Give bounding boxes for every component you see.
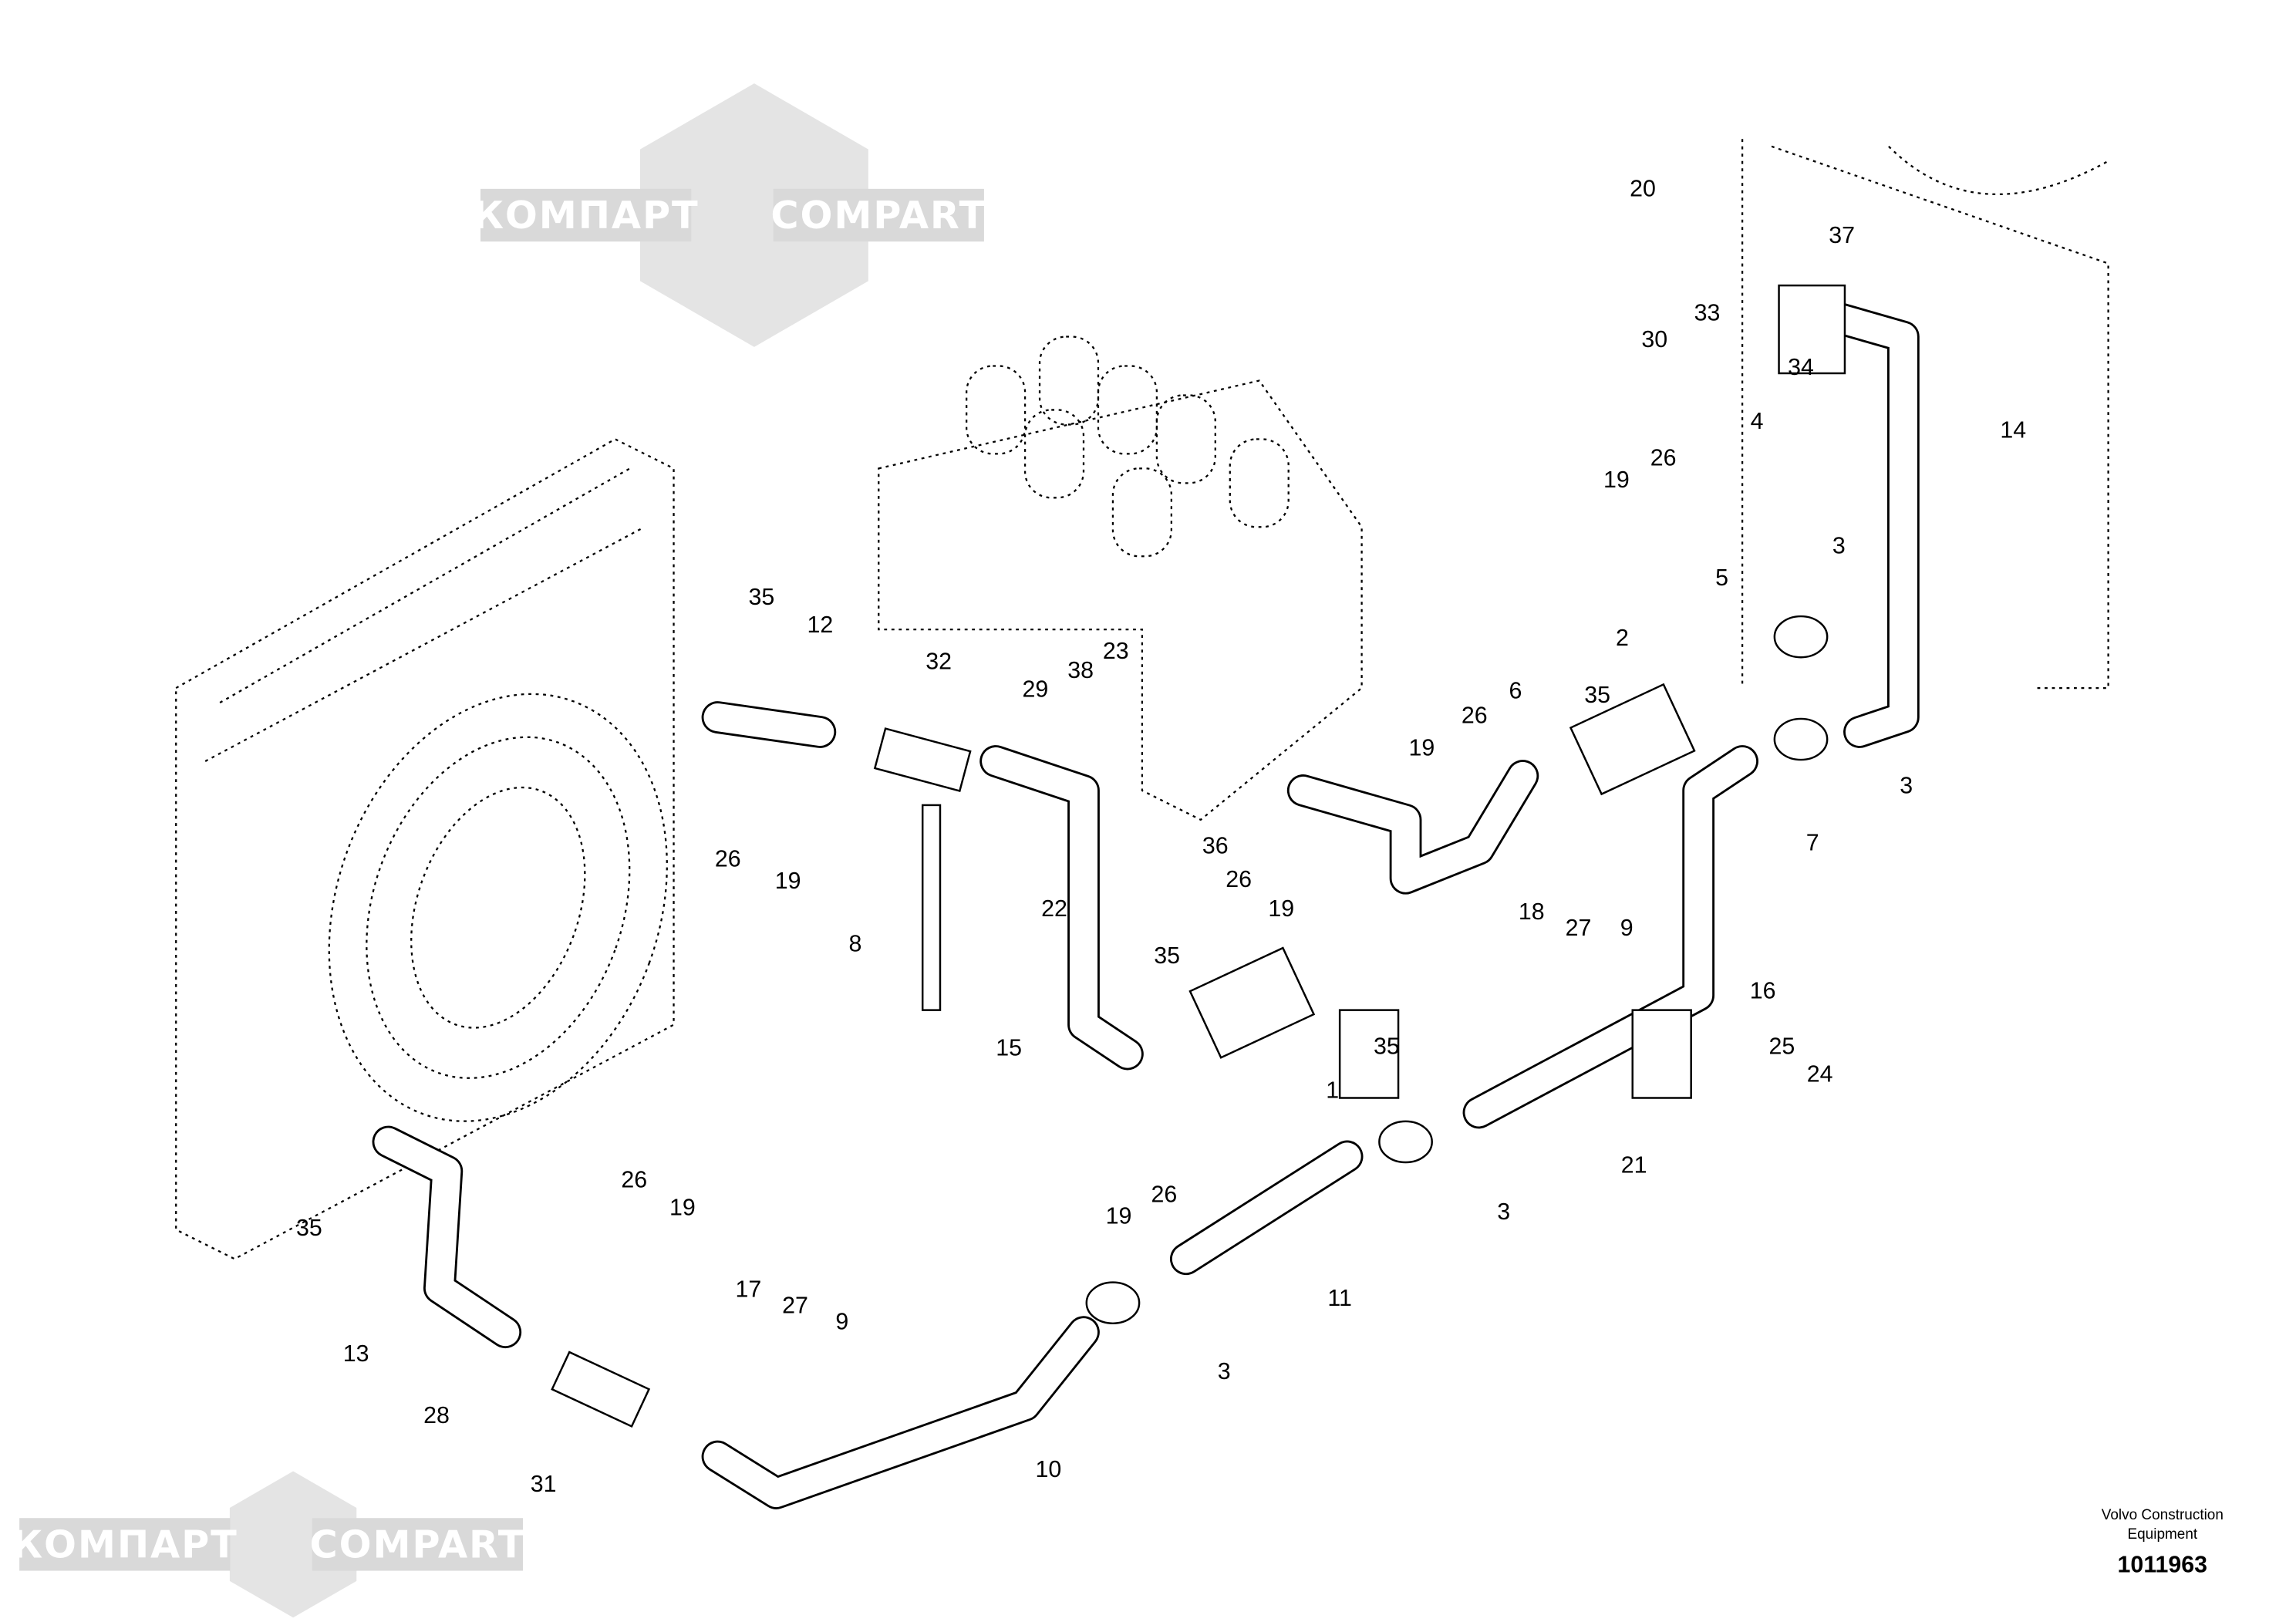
callout-label: 19 [775, 868, 801, 894]
callout-label: 14 [2000, 418, 2026, 443]
watermark-text: COMPART [310, 1522, 526, 1566]
callout-label: 32 [925, 649, 952, 674]
callout-label: 10 [1036, 1457, 1062, 1482]
callout-label: 7 [1806, 831, 1819, 856]
callout-label: 29 [1022, 676, 1048, 702]
watermark-text: КОМПАРТ [12, 1522, 238, 1566]
callout-label: 19 [1106, 1204, 1132, 1229]
watermark-band [312, 1518, 524, 1571]
fittings [551, 284, 1846, 1428]
callout-label: 2 [1616, 626, 1629, 651]
callout-label: 8 [848, 932, 861, 957]
company-name-line1: Volvo Construction [2102, 1507, 2224, 1523]
callout-label: 27 [782, 1293, 808, 1319]
callout-label: 19 [1268, 896, 1294, 922]
callout-label: 26 [1226, 867, 1252, 892]
callout-label: 35 [1584, 683, 1610, 708]
callout-label: 3 [1900, 774, 1913, 799]
callout-label: 1 [1326, 1078, 1339, 1104]
pipes [372, 291, 1920, 1509]
watermark-layer: КОМПАРТ COMPART КОМПАРТ COMPART [12, 83, 986, 1618]
callout-label: 16 [1750, 978, 1776, 1003]
watermark-text: КОМПАРТ [473, 193, 700, 238]
callout-label: 19 [1409, 735, 1435, 760]
callout-label: 26 [1462, 703, 1488, 729]
callout-label: 3 [1832, 533, 1846, 558]
callout-label: 13 [343, 1341, 369, 1367]
tank-outline [1741, 139, 2109, 690]
radiator-outline [175, 438, 675, 1260]
callout-label: 19 [1603, 467, 1630, 493]
watermark-band [19, 1518, 231, 1571]
callout-label: 3 [1218, 1359, 1231, 1384]
callout-label: 17 [735, 1277, 761, 1303]
callout-label: 23 [1103, 639, 1129, 664]
callout-label: 4 [1751, 409, 1764, 434]
callout-label: 27 [1566, 916, 1592, 941]
callout-label: 28 [423, 1403, 450, 1428]
callout-label: 19 [669, 1195, 696, 1220]
callout-label: 26 [1650, 446, 1677, 471]
callout-label: 34 [1788, 355, 1814, 380]
callout-label: 24 [1807, 1062, 1833, 1088]
callout-label: 15 [996, 1035, 1022, 1061]
callout-label: 5 [1715, 565, 1728, 591]
drawing-number: 1011963 [2118, 1552, 2208, 1577]
callout-label: 38 [1067, 658, 1094, 683]
callout-label: 35 [749, 585, 775, 610]
watermark-band [773, 188, 984, 242]
callout-label: 35 [296, 1216, 322, 1241]
callout-label: 9 [835, 1309, 848, 1334]
callout-label: 26 [715, 847, 741, 872]
callout-label: 26 [621, 1167, 647, 1192]
callout-label: 37 [1829, 223, 1855, 248]
callout-label: 11 [1327, 1286, 1352, 1311]
callout-label: 26 [1151, 1182, 1177, 1207]
callout-label: 9 [1620, 916, 1633, 941]
callout-label: 33 [1694, 301, 1721, 326]
callout-label: 6 [1509, 678, 1522, 703]
callout-label: 20 [1630, 176, 1656, 201]
callout-label: 3 [1497, 1199, 1510, 1225]
watermark-band [480, 188, 692, 242]
company-name-line2: Equipment [2127, 1526, 2197, 1543]
callout-label: 35 [1154, 943, 1180, 969]
callout-label: 18 [1519, 899, 1545, 925]
callout-label: 21 [1621, 1152, 1647, 1178]
callout-label: 36 [1202, 834, 1229, 859]
watermark-text: COMPART [770, 193, 986, 238]
watermark-logo [229, 1471, 357, 1618]
callout-label: 25 [1768, 1034, 1795, 1060]
callout-label: 12 [807, 612, 833, 638]
callout-label: 22 [1041, 896, 1067, 922]
callout-label: 31 [531, 1472, 557, 1497]
watermark-logo [639, 83, 868, 347]
callout-label: 35 [1374, 1034, 1400, 1060]
callout-label: 30 [1641, 327, 1667, 352]
